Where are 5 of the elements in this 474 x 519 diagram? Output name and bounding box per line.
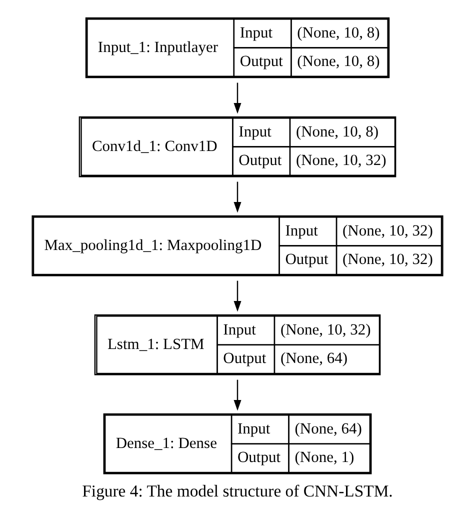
arrow [233, 280, 241, 312]
arrow [233, 380, 241, 411]
caption: Figure 4: The model structure of CNN-LSTM. [82, 482, 392, 501]
arrow [233, 182, 241, 213]
arrow [233, 82, 241, 114]
